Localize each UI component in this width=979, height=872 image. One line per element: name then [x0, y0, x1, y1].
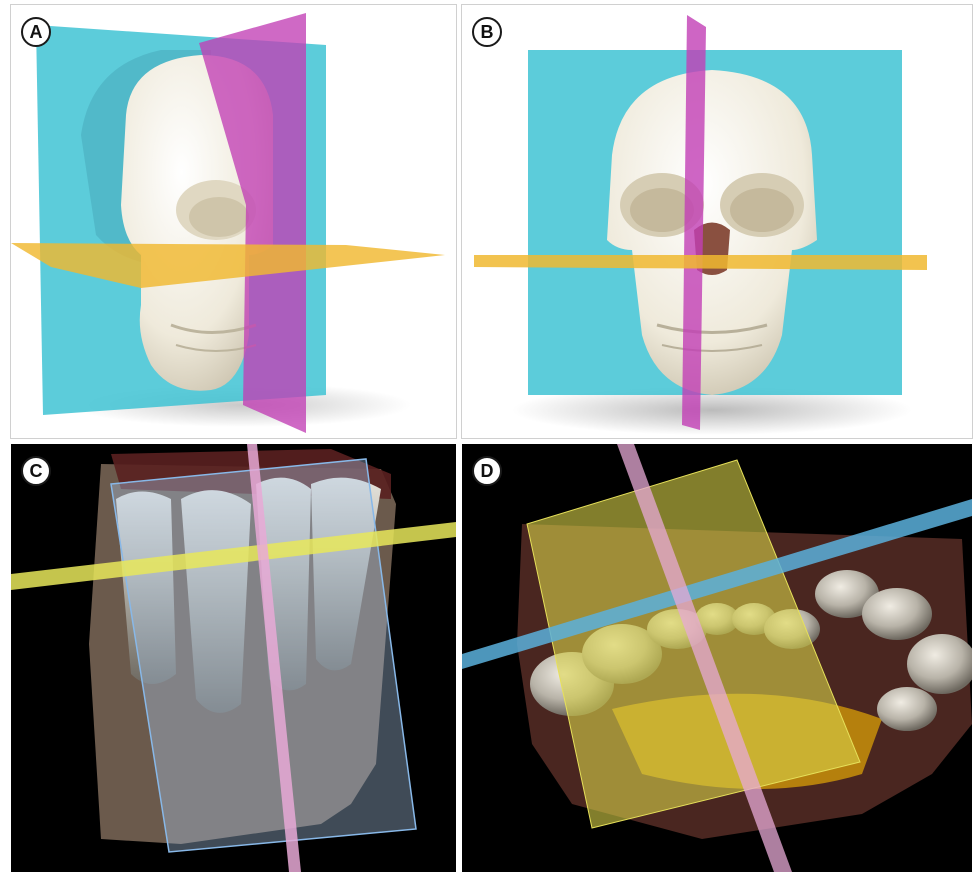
skull-oblique-illustration: [11, 5, 456, 438]
panel-d: D: [462, 444, 972, 872]
panel-c: C: [11, 444, 456, 872]
cbct-mandible-axial-view: [462, 444, 972, 872]
cbct-teeth-sagittal-view: [11, 444, 456, 872]
panel-label-b: B: [472, 17, 502, 47]
panel-label-c: C: [21, 456, 51, 486]
panel-label-d: D: [472, 456, 502, 486]
skull-frontal-illustration: [462, 5, 972, 438]
panel-a: A: [11, 5, 456, 438]
panel-label-a: A: [21, 17, 51, 47]
panel-b: B: [462, 5, 972, 438]
